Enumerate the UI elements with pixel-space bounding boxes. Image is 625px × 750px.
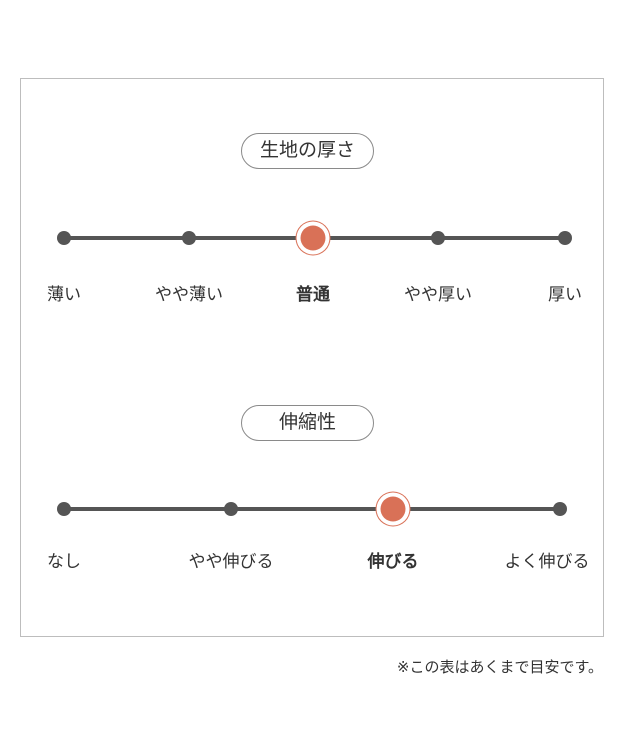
stretch-dot-1 — [224, 502, 238, 516]
thickness-label-3: やや厚い — [404, 285, 472, 305]
disclaimer-note: ※この表はあくまで目安です。 — [396, 658, 603, 676]
size-guide-panel — [20, 78, 604, 637]
stretch-title: 伸縮性 — [241, 405, 374, 441]
stretch-dot-0 — [57, 502, 71, 516]
thickness-dot-4 — [558, 231, 572, 245]
thickness-title: 生地の厚さ — [241, 133, 374, 169]
stretch-label-1: やや伸びる — [188, 552, 274, 572]
thickness-dot-3 — [431, 231, 445, 245]
stretch-label-0: なし — [47, 552, 81, 572]
thickness-dot-2-selected — [300, 225, 326, 251]
thickness-dot-1 — [182, 231, 196, 245]
stretch-dot-3 — [553, 502, 567, 516]
thickness-label-0: 薄い — [47, 285, 81, 305]
stretch-track — [64, 507, 560, 511]
thickness-label-2: 普通 — [296, 285, 330, 305]
stretch-label-3: よく伸びる — [504, 552, 590, 572]
thickness-label-4: 厚い — [548, 285, 582, 305]
stretch-label-2: 伸びる — [367, 552, 419, 572]
stretch-dot-2-selected — [380, 496, 406, 522]
thickness-label-1: やや薄い — [155, 285, 223, 305]
thickness-dot-0 — [57, 231, 71, 245]
